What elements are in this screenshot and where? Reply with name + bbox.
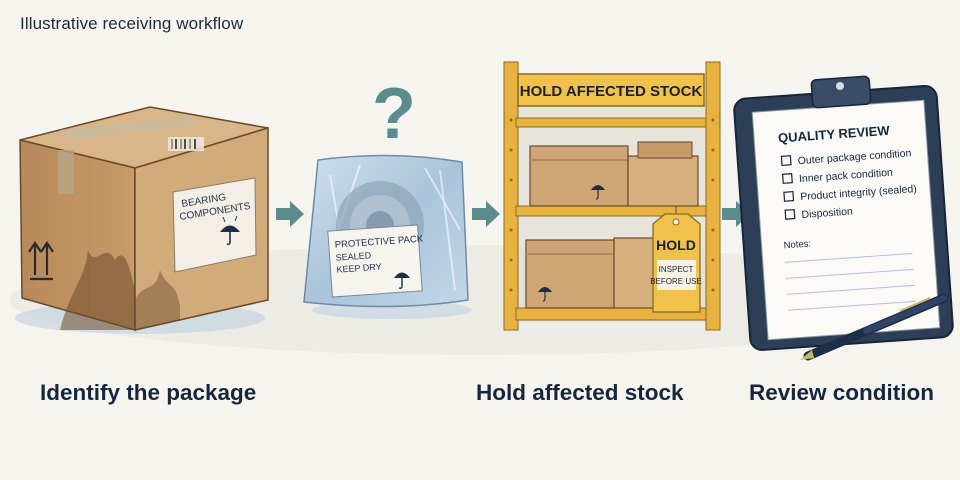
pack-label: PROTECTIVE PACK SEALED KEEP DRY bbox=[327, 224, 424, 298]
box-label: BEARING COMPONENTS bbox=[172, 177, 257, 273]
step-caption-review: Review condition bbox=[749, 380, 935, 405]
water-stain bbox=[60, 250, 135, 330]
umbrella-icon bbox=[538, 287, 552, 302]
hold-tag: HOLD INSPECT BEFORE USE bbox=[650, 206, 702, 313]
question-mark: ? bbox=[372, 74, 416, 154]
umbrella-icon bbox=[220, 215, 240, 246]
umbrella-icon bbox=[591, 185, 605, 200]
arrow-right-icon bbox=[276, 201, 304, 227]
hold-shelf: HOLD AFFECTED STOCK HOLD bbox=[503, 61, 721, 331]
quality-clipboard: QUALITY REVIEW Outer package condition I… bbox=[733, 75, 954, 361]
this-way-up-icon bbox=[28, 241, 54, 281]
page-title: Illustrative receiving workflow bbox=[20, 14, 244, 33]
notes-label: Notes: bbox=[783, 239, 811, 252]
shelf-sign bbox=[517, 73, 705, 107]
step-caption-identify: Identify the package bbox=[40, 380, 257, 405]
checklist-item: Disposition bbox=[784, 206, 853, 222]
umbrella-icon bbox=[394, 272, 410, 289]
pack-label-line2: SEALED bbox=[335, 250, 372, 262]
hold-tag-line1: INSPECT bbox=[659, 265, 694, 274]
damaged-box: BEARING COMPONENTS bbox=[15, 106, 269, 334]
pack-label-line3: KEEP DRY bbox=[336, 262, 382, 275]
step-caption-hold: Hold affected stock bbox=[476, 380, 684, 405]
hold-tag-title: HOLD bbox=[656, 237, 696, 253]
arrow-right-icon bbox=[472, 201, 500, 227]
pen-icon bbox=[800, 293, 949, 361]
svg-text:Disposition: Disposition bbox=[801, 206, 853, 222]
protective-pack: PROTECTIVE PACK SEALED KEEP DRY ? bbox=[303, 74, 472, 319]
hold-tag-line2: BEFORE USE bbox=[650, 277, 702, 286]
shelf-sign-text: HOLD AFFECTED STOCK bbox=[520, 83, 703, 100]
